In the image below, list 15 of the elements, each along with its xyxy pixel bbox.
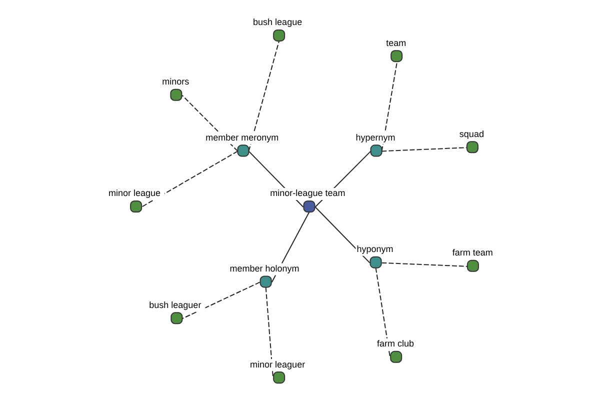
connector [248, 40, 280, 152]
connector [380, 147, 466, 152]
node-label: team [386, 38, 406, 48]
node-label: farm team [452, 248, 492, 258]
connector [181, 282, 260, 320]
node-label: bush league [252, 17, 302, 28]
connector [380, 262, 468, 267]
connector [374, 267, 390, 358]
connector [314, 206, 370, 264]
connector [181, 94, 238, 152]
node-label: squad [458, 128, 484, 139]
node-label: minors [162, 76, 189, 87]
connector [140, 150, 238, 208]
node-text: bush leaguer [148, 300, 201, 310]
connector [264, 286, 274, 379]
